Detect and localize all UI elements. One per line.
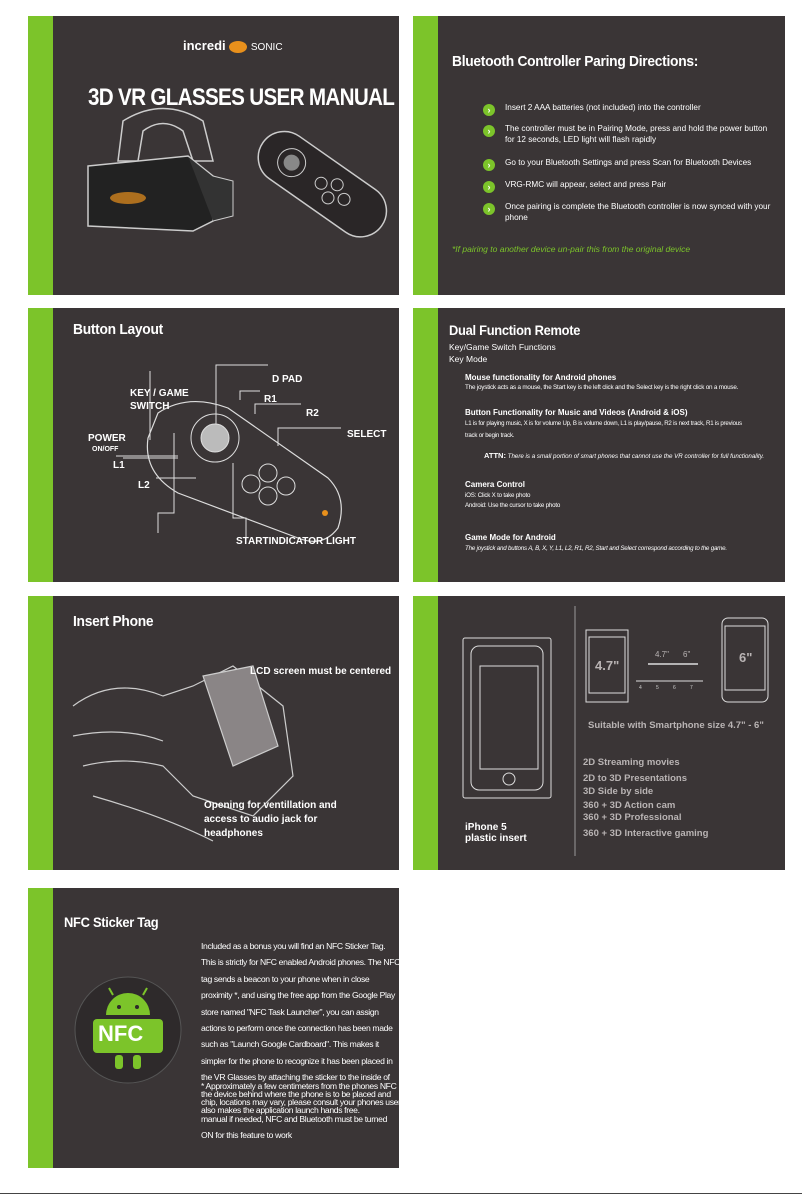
button-layout-panel: Button Layout D PAD KEY / GAME SWITCH R1… [28, 308, 399, 582]
label-dpad: D PAD [272, 374, 303, 385]
label-r2: R2 [306, 408, 319, 419]
label-l2: L2 [138, 480, 150, 491]
phone-outlines [462, 606, 769, 856]
pairing-step: Insert 2 AAA batteries (not included) in… [505, 103, 701, 112]
feature-item: 360 + 3D Interactive gaming [583, 828, 709, 839]
insert-label-2: plastic insert [465, 833, 527, 844]
android-nfc-icon [74, 976, 182, 1084]
pairing-step: Go to your Bluetooth Settings and press … [505, 158, 752, 167]
accent-bar [413, 596, 438, 870]
scale-tick-label: 5 [656, 685, 659, 691]
feature-item: 3D Side by side [583, 786, 654, 797]
attn-text: There is a small portion of smart phones… [507, 453, 765, 460]
range-min: 4.7" [655, 650, 669, 659]
logo-icon [229, 40, 248, 53]
insert-phone-panel: Insert Phone LCD screen must be centered… [28, 596, 399, 870]
headset-illustration [72, 665, 294, 842]
mouse-text: The joystick acts as a mouse, the Start … [465, 384, 739, 391]
accent-bar [28, 16, 53, 295]
accent-bar [28, 888, 53, 1168]
feature-item: 360 + 3D Professional [583, 812, 682, 823]
opening-line-2: access to audio jack for [204, 814, 318, 825]
game-text: The joystick and buttons A, B, X, Y, L1,… [465, 545, 727, 552]
attn-label: ATTN: [484, 451, 506, 460]
pairing-note: *If pairing to another device un-pair th… [452, 244, 691, 254]
nfc-body: Included as a bonus you will find an NFC… [201, 941, 399, 1116]
button-layout-title: Button Layout [73, 321, 163, 338]
small-phone-size: 4.7" [595, 658, 620, 673]
scale-tick-label: 7 [690, 685, 693, 691]
cover-panel: incredi SONIC 3D VR GLASSES USER MANUAL [28, 16, 399, 295]
scale-tick-label: 4 [639, 685, 642, 691]
range-max: 6" [683, 650, 691, 659]
attn-note: ATTN: There is a small portion of smart … [484, 451, 764, 460]
label-select: SELECT [347, 429, 387, 440]
logo-text-right: SONIC [250, 42, 283, 53]
label-start: STARTINDICATOR LIGHT [236, 536, 356, 547]
scale-tick-label: 6 [673, 685, 676, 691]
controller-diagram [116, 364, 342, 542]
feature-item: 2D to 3D Presentations [583, 773, 687, 784]
camera-android: Android: Use the cursor to take photo [465, 502, 561, 509]
pairing-step: The controller must be in Pairing Mode, … [505, 124, 768, 144]
music-heading: Button Functionality for Music and Video… [465, 408, 688, 417]
manual-title: 3D VR GLASSES USER MANUAL [88, 84, 395, 111]
chevron-right-circle-icon: › [483, 203, 495, 215]
label-r1: R1 [264, 394, 277, 405]
chevron-right-circle-icon: › [483, 181, 495, 193]
dual-sub1: Key/Game Switch Functions [449, 342, 556, 352]
camera-heading: Camera Control [465, 480, 526, 489]
nfc-panel: NFC Sticker Tag NFC Included as a bonus … [28, 888, 399, 1168]
accent-bar [28, 596, 53, 870]
music-text-2: track or begin track. [465, 432, 515, 439]
label-key-game-1: KEY / GAME [130, 388, 189, 399]
page-bottom-rule [0, 1193, 802, 1194]
pairing-step: Once pairing is complete the Bluetooth c… [505, 202, 771, 222]
vr-glasses-illustration [87, 107, 234, 232]
label-key-game-2: SWITCH [130, 401, 170, 412]
music-text-1: L1 is for playing music, X is for volume… [465, 420, 742, 427]
accent-bar [28, 308, 53, 582]
large-phone-size: 6" [739, 650, 753, 665]
opening-line-1: Opening for ventillation and [204, 800, 337, 811]
label-on-off: ON/OFF [92, 446, 119, 453]
phone-sizes-panel: 4 5 6 7 4.7" 6" 4.7" 6" iPhone 5 plastic in… [413, 596, 785, 870]
logo-text-left: incredi [183, 38, 226, 53]
opening-line-3: headphones [204, 828, 263, 839]
feature-item: 2D Streaming movies [583, 757, 680, 768]
nfc-footnote: * Approximately a few centimeters from t… [201, 1081, 399, 1141]
dual-function-panel: Dual Function Remote Key/Game Switch Fun… [413, 308, 785, 582]
suitable-text: Suitable with Smartphone size 4.7" - 6" [588, 720, 764, 731]
controller-illustration [257, 130, 388, 238]
chevron-right-circle-icon: › [483, 159, 495, 171]
chevron-right-circle-icon: › [483, 104, 495, 116]
camera-ios: iOS: Click X to take photo [465, 492, 531, 499]
dual-sub2: Key Mode [449, 354, 488, 364]
accent-bar [413, 308, 438, 582]
lcd-label: LCD screen must be centered [250, 666, 392, 677]
nfc-badge: NFC [98, 1021, 144, 1046]
pairing-title: Bluetooth Controller Paring Directions: [452, 53, 699, 70]
game-heading: Game Mode for Android [465, 533, 556, 542]
accent-bar [413, 16, 438, 295]
dual-title: Dual Function Remote [449, 322, 581, 338]
chevron-right-circle-icon: › [483, 125, 495, 137]
pairing-panel: Bluetooth Controller Paring Directions: … [413, 16, 785, 295]
label-power: POWER [88, 433, 126, 444]
nfc-title: NFC Sticker Tag [64, 914, 159, 930]
pairing-step: VRG-RMC will appear, select and press Pa… [505, 180, 667, 189]
size-scale: 4 5 6 7 [639, 672, 703, 694]
mouse-heading: Mouse functionality for Android phones [465, 373, 617, 382]
insert-title: Insert Phone [73, 613, 154, 630]
insert-label-1: iPhone 5 [465, 822, 507, 833]
brand-logo: incredi SONIC [183, 38, 283, 53]
feature-item: 360 + 3D Action cam [583, 800, 676, 811]
label-l1: L1 [113, 460, 125, 471]
